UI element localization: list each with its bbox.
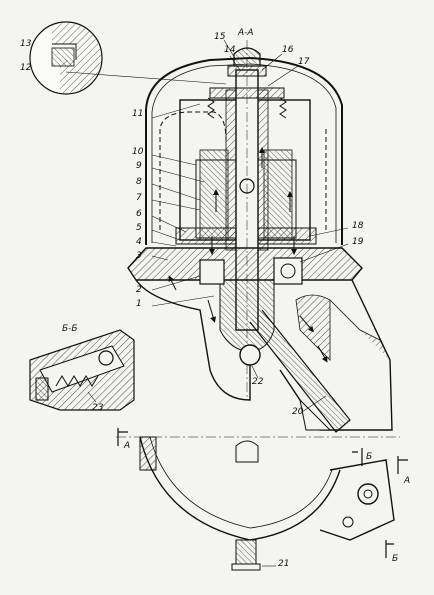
- callout-4: 4: [136, 237, 142, 247]
- plan-view: [116, 428, 408, 571]
- callout-18: 18: [352, 221, 364, 231]
- callout-21: 21: [278, 559, 290, 569]
- callout-11: 11: [132, 109, 144, 119]
- section-label-b-b: Б-Б: [62, 324, 78, 334]
- cut-label-a-right: А: [404, 476, 411, 486]
- leader-lines: [151, 39, 349, 567]
- callout-16: 16: [282, 45, 294, 55]
- callout-10: 10: [132, 147, 144, 157]
- detail-circle: [29, 21, 227, 95]
- cut-label-b-top: Б: [366, 452, 373, 462]
- callout-1: 1: [136, 299, 142, 309]
- callout-5: 5: [136, 223, 142, 233]
- callout-17: 17: [298, 57, 310, 67]
- callout-13: 13: [20, 39, 32, 49]
- callout-9: 9: [136, 161, 142, 171]
- callout-2: 2: [136, 285, 142, 295]
- callout-23: 23: [92, 403, 104, 413]
- detail-b-b: [29, 329, 135, 411]
- callout-22: 22: [252, 377, 264, 387]
- callout-20: 20: [292, 407, 304, 417]
- flow-arrows: [168, 147, 328, 363]
- callout-12: 12: [20, 63, 32, 73]
- callout-7: 7: [136, 193, 142, 203]
- callout-15: 15: [214, 32, 226, 42]
- callout-19: 19: [352, 237, 364, 247]
- callout-6: 6: [136, 209, 142, 219]
- cut-label-b-bottom: Б: [392, 554, 399, 564]
- callout-3: 3: [136, 251, 142, 261]
- callout-14: 14: [224, 45, 236, 55]
- cut-label-a-left: А: [124, 441, 131, 451]
- callout-8: 8: [136, 177, 142, 187]
- base: [127, 247, 393, 433]
- section-label-a-a: А-А: [238, 28, 254, 38]
